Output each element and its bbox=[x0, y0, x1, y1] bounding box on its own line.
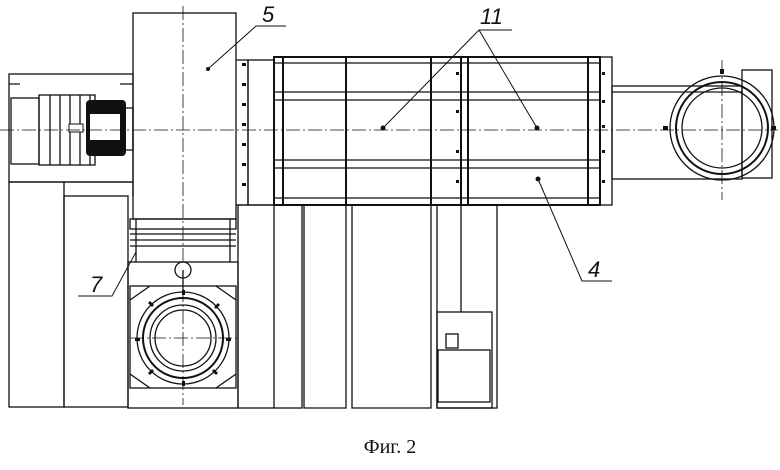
figure-caption: Фиг. 2 bbox=[363, 436, 417, 458]
filter-sections bbox=[273, 56, 605, 409]
label-7: 7 bbox=[90, 272, 103, 297]
label-11: 11 bbox=[480, 4, 503, 29]
stand-right bbox=[436, 204, 498, 409]
base-frame-left bbox=[8, 181, 134, 408]
label-4: 4 bbox=[588, 257, 600, 282]
fan-housing bbox=[132, 12, 275, 220]
leader-lines bbox=[78, 25, 612, 297]
end-flange bbox=[587, 56, 613, 206]
label-5: 5 bbox=[262, 2, 275, 27]
motor-assembly bbox=[8, 73, 134, 183]
section-bolts bbox=[456, 72, 605, 183]
center-lines bbox=[0, 6, 778, 405]
support-frame-right bbox=[237, 204, 303, 409]
bolt-row bbox=[242, 63, 246, 186]
outlet-duct bbox=[611, 69, 776, 181]
